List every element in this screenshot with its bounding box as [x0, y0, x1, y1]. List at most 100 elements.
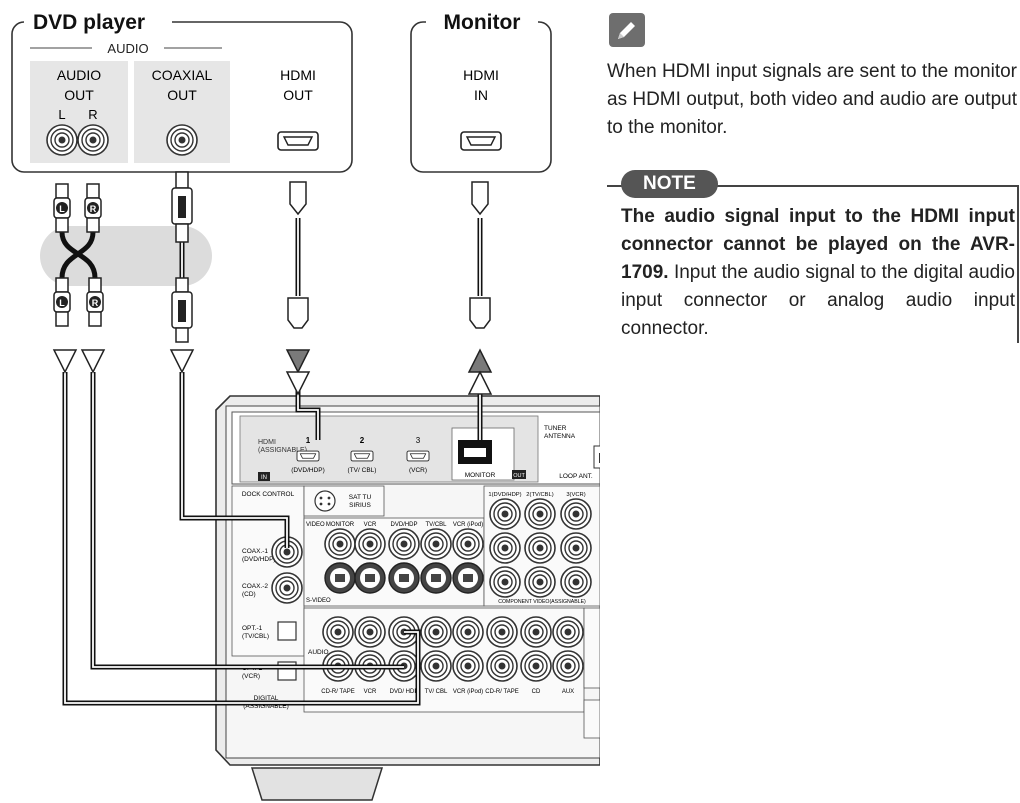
hdmi-in-label-1: HDMI [463, 67, 499, 83]
video-vcr-label: VCR [364, 522, 377, 528]
dvd-player-title: DVD player [33, 11, 145, 34]
audio-out-l-jack [46, 124, 78, 156]
audio-bottom-6: CD-R/ TAPE [485, 689, 518, 695]
video-dvd-jack [388, 528, 420, 560]
hdmi-input-3-port [406, 450, 430, 462]
note-bold-text: The audio signal input to the HDMI input… [621, 206, 1015, 283]
signal-arrows [52, 348, 493, 396]
audio-jack-8a [552, 616, 584, 648]
arrow-audio-l [52, 349, 78, 374]
r-label: R [88, 107, 97, 122]
connection-diagram: DVD player AUDIO AUDIO OUT L R COAXIAL O… [11, 8, 600, 801]
loop-ant-label: LOOP ANT. [559, 473, 593, 480]
hdmi-monitor-label: MONITOR [465, 472, 496, 479]
svideo-label: S-VIDEO [306, 598, 331, 604]
component-jack-1c [489, 566, 521, 598]
svideo-vcripod-jack [452, 562, 484, 594]
monitor-hdmi-in-port [460, 131, 502, 151]
arrow-hdmi-in-white [285, 371, 311, 396]
coaxial-out-label-2: OUT [167, 87, 197, 103]
cable-crossing-highlight [40, 226, 212, 286]
component-jack-3b [560, 532, 592, 564]
hdmi-input-1-name: (DVD/HDP) [291, 467, 325, 474]
audio-bottom-8: AUX [562, 689, 574, 695]
video-tvcbl-label: TV/CBL [425, 522, 447, 528]
audio-out-r-jack [77, 124, 109, 156]
hdmi-input-3-num: 3 [416, 436, 421, 445]
hdmi-in-label-2: IN [474, 87, 488, 103]
audio-bottom-5: VCR (iPod) [453, 689, 483, 695]
hdmi-input-1-num: 1 [306, 436, 311, 445]
hdmi-out-label-1: HDMI [280, 67, 316, 83]
audio-group-label: AUDIO [107, 41, 148, 56]
avr-receiver: HDMI (ASSIGNABLE) IN 1 (DVD/HDP) 2 (TV/ … [215, 395, 600, 801]
l-label: L [58, 107, 65, 122]
component-jack-1a [489, 498, 521, 530]
opt1-label-2: (TV/CBL) [242, 633, 269, 640]
hdmi-out-port [277, 131, 319, 151]
svideo-vcr-jack [354, 562, 386, 594]
component-jack-2b [524, 532, 556, 564]
plug-mark-l-top: L [59, 204, 65, 214]
coax2-label-1: COAX.-2 [242, 583, 268, 590]
pencil-icon [609, 13, 645, 47]
plug-mark-l-bottom: L [59, 298, 65, 308]
coax1-label-1: COAX.-1 [242, 548, 268, 555]
hdmi-assignable-label-1: HDMI [258, 439, 276, 446]
component-head-3: 3(VCR) [566, 492, 585, 498]
note-body: The audio signal input to the HDMI input… [621, 203, 1015, 343]
plug-mark-r-bottom: R [92, 298, 99, 308]
hdmi-assignable-label-2: (ASSIGNABLE) [258, 447, 307, 454]
hdmi-input-1-port [296, 450, 320, 462]
audio-section-label: AUDIO [308, 649, 329, 656]
component-jack-3c [560, 566, 592, 598]
video-vcripod-label: VCR (iPod) [453, 522, 483, 528]
arrow-hdmi-out-white [467, 370, 493, 395]
svideo-tvcbl-jack [420, 562, 452, 594]
tuner-antenna-label-2: ANTENNA [544, 433, 576, 440]
tuner-antenna-label-1: TUNER [544, 425, 567, 432]
audio-jack-7b [520, 650, 552, 682]
audio-out-label-1: AUDIO [57, 67, 101, 83]
audio-jack-6a [486, 616, 518, 648]
component-jack-3a [560, 498, 592, 530]
audio-bottom-1: CD-R/ TAPE [321, 689, 354, 695]
audio-jack-6b [486, 650, 518, 682]
hdmi-out-badge: OUT [513, 473, 525, 479]
coaxial-out-jack [166, 124, 198, 156]
component-head-1: 1(DVD/HDP) [488, 492, 521, 498]
arrow-hdmi-out-gray [467, 348, 493, 373]
component-head-2: 2(TV/CBL) [526, 492, 553, 498]
hdmi-input-3-name: (VCR) [409, 467, 427, 474]
svideo-monitor-jack [324, 562, 356, 594]
hdmi-out-label-2: OUT [283, 87, 313, 103]
audio-jack-1a [322, 616, 354, 648]
component-jack-2c [524, 566, 556, 598]
note-box [607, 185, 1019, 343]
dvd-player-box: DVD player AUDIO AUDIO OUT L R COAXIAL O… [11, 8, 353, 173]
monitor-title: Monitor [444, 11, 521, 34]
plugs: L R L R [53, 171, 491, 343]
arrow-coaxial [169, 349, 195, 374]
coax1-label-2: (DVD/HDP) [242, 556, 276, 563]
coax2-jack [271, 572, 303, 604]
video-vcripod-jack [452, 528, 484, 560]
coaxial-out-label-1: COAXIAL [152, 67, 213, 83]
audio-jack-5a [452, 616, 484, 648]
audio-bottom-4: TV/ CBL [425, 689, 448, 695]
audio-jack-7a [520, 616, 552, 648]
opt2-label-2: (VCR) [242, 673, 260, 680]
hdmi-input-2-port [350, 450, 374, 462]
video-label: VIDEO [306, 522, 325, 528]
sat-label-2: SIRIUS [349, 502, 371, 509]
audio-jack-4b [420, 650, 452, 682]
video-vcr-jack [354, 528, 386, 560]
arrow-audio-r [80, 349, 106, 374]
component-jack-1b [489, 532, 521, 564]
sat-label-1: SAT TU [349, 494, 372, 501]
video-monitor-label: MONITOR [326, 522, 355, 528]
digital-footer-1: DIGITAL [254, 695, 279, 702]
audio-jack-5b [452, 650, 484, 682]
svideo-dvd-jack [388, 562, 420, 594]
hdmi-output-note: When HDMI input signals are sent to the … [607, 61, 1017, 138]
